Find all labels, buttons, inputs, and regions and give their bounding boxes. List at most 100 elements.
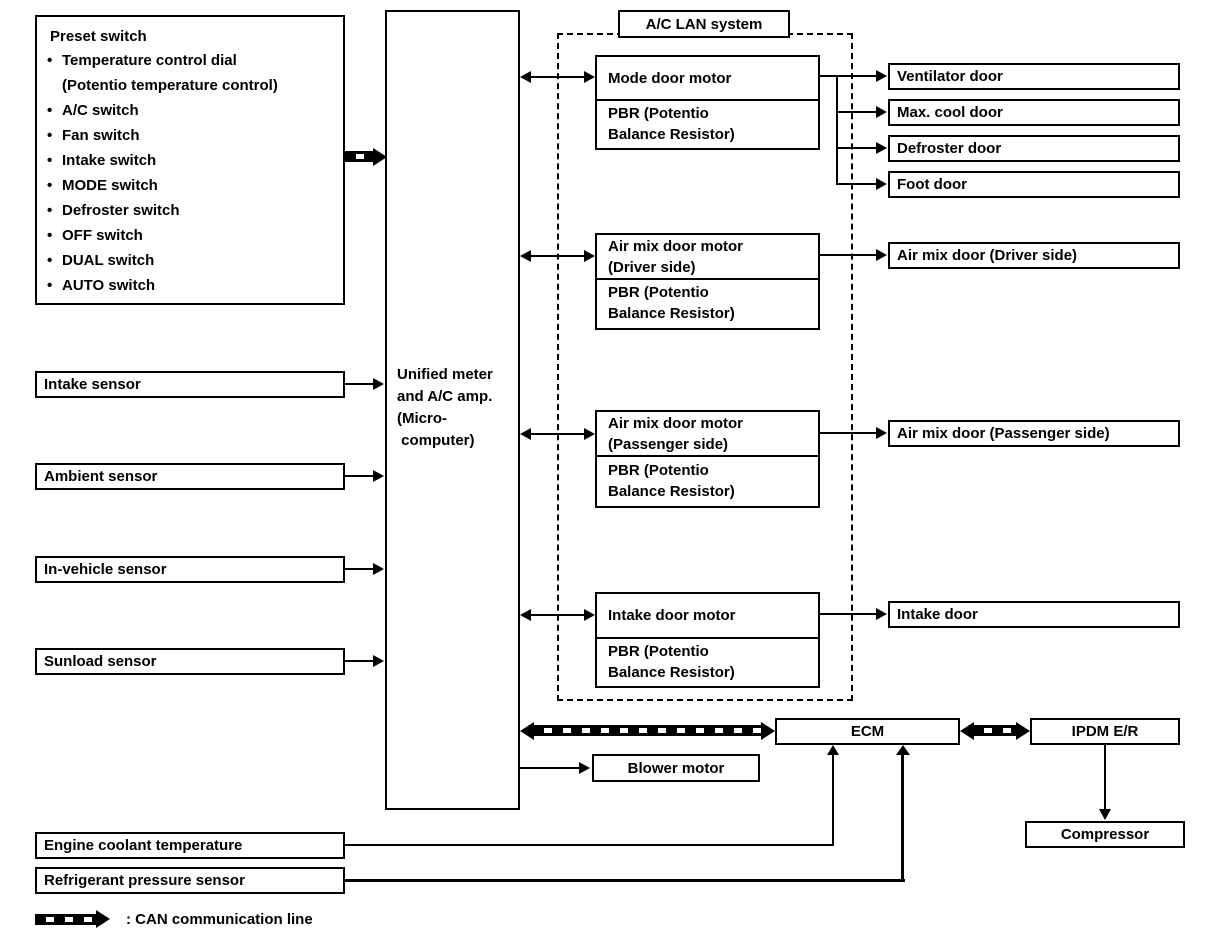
connector-preset-to-amp [345, 151, 374, 162]
list-item: (Potentio temperature control) [37, 73, 343, 98]
list-item-label: Fan switch [62, 127, 140, 144]
pbr-cell: PBR (Potentio Balance Resistor) [597, 639, 818, 684]
list-item-label: Intake switch [62, 152, 157, 169]
list-item-label: A/C switch [62, 102, 139, 119]
arrowhead-right [876, 178, 887, 190]
connector-to-airmix-driver-door [818, 254, 878, 256]
motor-label: Air mix door motor (Driver side) [608, 237, 744, 276]
list-item-label: OFF switch [62, 227, 143, 244]
list-item-label: (Potentio temperature control) [62, 77, 278, 94]
door-box-airmix-driver: Air mix door (Driver side) [888, 242, 1180, 269]
motor-label-cell: Air mix door motor (Passenger side) [597, 412, 818, 457]
arrowhead-up [896, 745, 910, 755]
arrowhead-left [520, 428, 531, 440]
connector-sunload-sensor [345, 660, 375, 662]
connector-to-intake-door [818, 613, 878, 615]
motor-label-cell: Air mix door motor (Driver side) [597, 235, 818, 280]
input-box-refrigerant-pressure: Refrigerant pressure sensor [35, 867, 345, 894]
list-item-label: MODE switch [62, 177, 158, 194]
bullet-icon: • [47, 252, 53, 269]
connector-to-defroster-door [836, 147, 878, 149]
sensor-box-intake: Intake sensor [35, 371, 345, 398]
arrowhead-left [960, 722, 974, 740]
sensor-label: In-vehicle sensor [44, 561, 167, 578]
legend-can-symbol [35, 914, 97, 925]
pbr-cell: PBR (Potentio Balance Resistor) [597, 457, 818, 504]
intake-door-motor-box: Intake door motor PBR (Potentio Balance … [595, 592, 820, 688]
connector-refrigerant-vertical [901, 753, 904, 882]
door-label: Foot door [897, 176, 967, 193]
arrowhead-right [761, 722, 775, 740]
arrowhead-right [876, 427, 887, 439]
ecm-label: ECM [850, 723, 885, 740]
connector-refrigerant-horizontal [345, 879, 905, 882]
bullet-icon: • [47, 127, 53, 144]
unified-meter-amp-label: Unified meter and A/C amp. (Micro- compu… [397, 366, 493, 449]
sensor-label: Intake sensor [44, 376, 141, 393]
ipdm-box: IPDM E/R [1030, 718, 1180, 745]
input-box-engine-coolant: Engine coolant temperature [35, 832, 345, 859]
connector-to-airmix-passenger-door [818, 432, 878, 434]
arrowhead-right [584, 609, 595, 621]
motor-label: Mode door motor [608, 69, 732, 87]
arrowhead-up [827, 745, 839, 755]
pbr-label: PBR (Potentio Balance Resistor) [608, 104, 735, 143]
arrowhead-right [876, 70, 887, 82]
lan-system-label-box: A/C LAN system [618, 10, 790, 38]
door-label: Max. cool door [897, 104, 1003, 121]
connector-to-max-cool-door [836, 111, 878, 113]
connector-amp-blower [520, 767, 581, 769]
door-label: Air mix door (Driver side) [897, 247, 1078, 264]
door-box-ventilator: Ventilator door [888, 63, 1180, 90]
door-label: Air mix door (Passenger side) [897, 425, 1110, 442]
connector-ipdm-compressor [1104, 745, 1106, 810]
arrowhead-right [876, 608, 887, 620]
pbr-cell: PBR (Potentio Balance Resistor) [597, 101, 818, 146]
ecm-box: ECM [775, 718, 960, 745]
can-line-amp-ecm [533, 725, 762, 736]
arrowhead-right [373, 470, 384, 482]
list-item: • Defroster switch [37, 198, 343, 223]
sensor-box-ambient: Ambient sensor [35, 463, 345, 490]
bullet-icon: • [47, 202, 53, 219]
connector-to-foot-door [836, 183, 878, 185]
blower-motor-box: Blower motor [592, 754, 760, 782]
airmix-driver-motor-box: Air mix door motor (Driver side) PBR (Po… [595, 233, 820, 330]
connector-amp-airmix-driver-motor [529, 255, 586, 257]
arrowhead-right [584, 71, 595, 83]
arrowhead-right [373, 563, 384, 575]
connector-to-ventilator-door [836, 75, 878, 77]
connector-amp-intake-motor [529, 614, 586, 616]
list-item: • AUTO switch [37, 273, 343, 298]
arrowhead-left [520, 609, 531, 621]
sensor-box-in-vehicle: In-vehicle sensor [35, 556, 345, 583]
pbr-label: PBR (Potentio Balance Resistor) [608, 284, 735, 322]
connector-amp-mode-motor [529, 76, 586, 78]
door-box-foot: Foot door [888, 171, 1180, 198]
connector-in-vehicle-sensor [345, 568, 375, 570]
arrowhead-right [584, 250, 595, 262]
preset-switch-box: Preset switch • Temperature control dial… [35, 15, 345, 305]
motor-label: Air mix door motor (Passenger side) [608, 414, 744, 453]
list-item: • MODE switch [37, 173, 343, 198]
connector-amp-airmix-passenger-motor [529, 433, 586, 435]
list-item: • DUAL switch [37, 248, 343, 273]
door-label: Ventilator door [897, 68, 1003, 85]
connector-ambient-sensor [345, 475, 375, 477]
connector-intake-sensor [345, 383, 375, 385]
legend-label: : CAN communication line [126, 911, 313, 928]
arrowhead-right [373, 148, 387, 166]
list-item-label: Temperature control dial [62, 52, 237, 69]
connector-mode-branch-vertical [836, 75, 838, 185]
door-box-airmix-passenger: Air mix door (Passenger side) [888, 420, 1180, 447]
arrowhead-right [584, 428, 595, 440]
mode-door-motor-box: Mode door motor PBR (Potentio Balance Re… [595, 55, 820, 150]
arrowhead-right [373, 655, 384, 667]
list-item-label: AUTO switch [62, 277, 156, 294]
bullet-icon: • [47, 227, 53, 244]
pbr-label: PBR (Potentio Balance Resistor) [608, 461, 735, 500]
list-item: • A/C switch [37, 98, 343, 123]
bullet-icon: • [47, 277, 53, 294]
pbr-label: PBR (Potentio Balance Resistor) [608, 642, 735, 681]
